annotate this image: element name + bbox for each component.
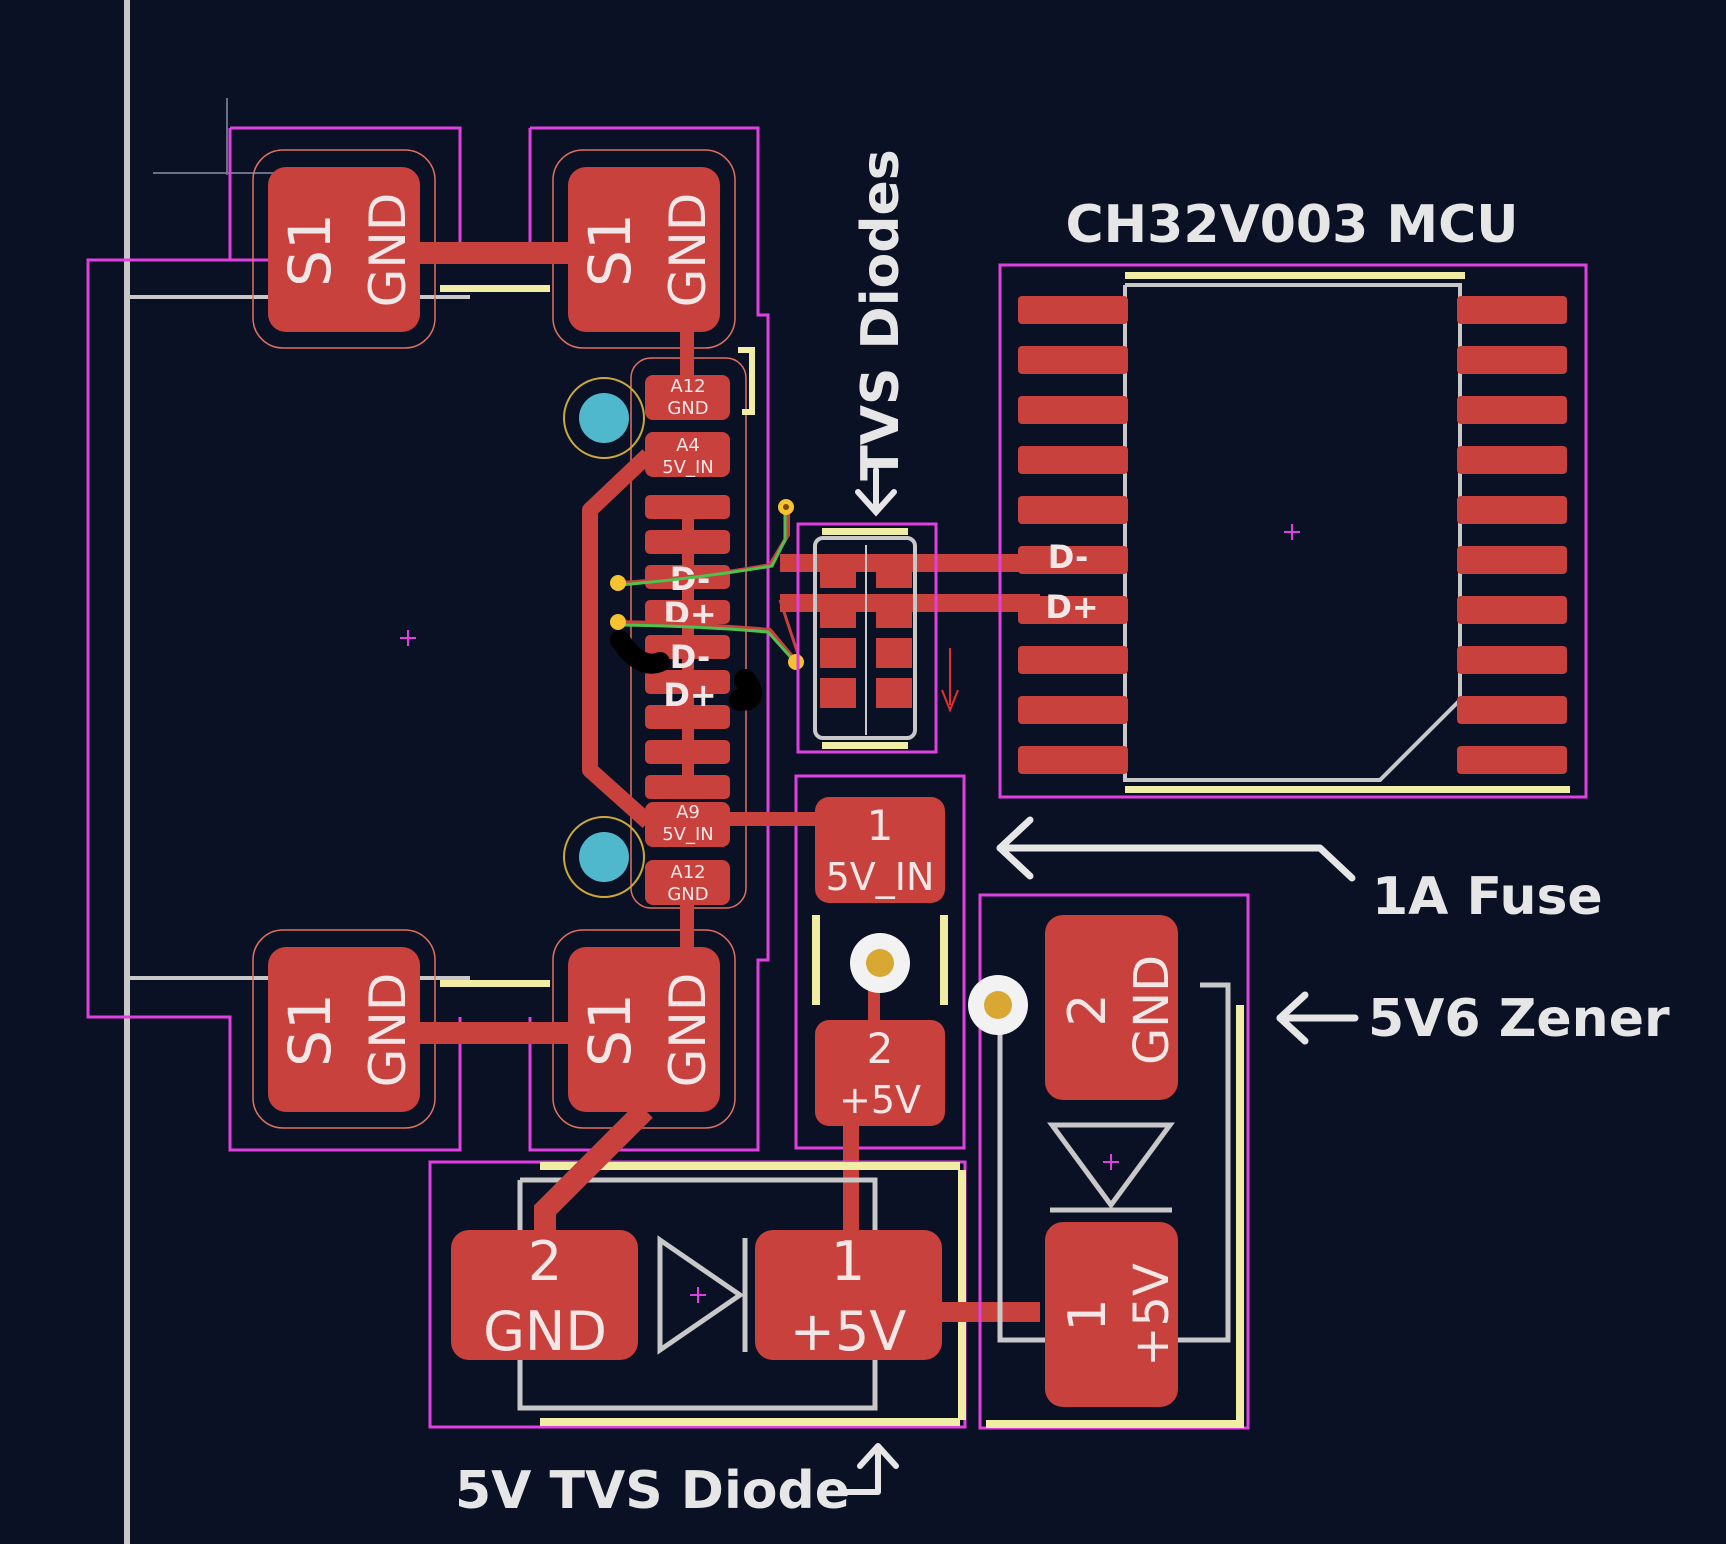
zener-pad-2-net: GND [1124, 955, 1180, 1065]
shield-label-s1: S1 [276, 993, 344, 1067]
shield-label-s1: S1 [576, 993, 644, 1067]
pin-a12-bottom-net: GND [667, 884, 708, 905]
pin-d-minus-label: D- [670, 638, 710, 676]
tvs-5v-pad-2-number: 2 [528, 1230, 562, 1293]
shield-pad-top-right [568, 167, 720, 332]
shield-label-gnd: GND [659, 193, 717, 308]
shield-pad-top-left [268, 167, 420, 332]
origin-markers [400, 630, 1119, 1303]
zener-pad-2 [1045, 915, 1178, 1100]
mcu-footprint: D- D+ [998, 263, 1588, 799]
pin-a12-bottom-number: A12 [670, 862, 705, 883]
pin-a9-net: 5V_IN [662, 824, 714, 845]
fuse-pad-1-net: 5V_IN [826, 855, 935, 899]
mcu-net-d-plus: D+ [1045, 588, 1098, 626]
zener-pad-1-number: 1 [1058, 1298, 1118, 1331]
pin-a12-top-net: GND [667, 398, 708, 419]
trace-5v-in [582, 449, 654, 828]
shield-pad-bottom-left [268, 947, 420, 1112]
annotation-zener: 5V6 Zener [1368, 989, 1670, 1049]
annotation-tvs-5v: 5V TVS Diode [455, 1461, 850, 1521]
pin-a12-top-number: A12 [670, 376, 705, 397]
shield-label-gnd: GND [359, 973, 417, 1088]
pin-a4-number: A4 [676, 435, 700, 456]
tvs-5v-pad-2 [451, 1230, 638, 1360]
annotation-tvs-diodes: TVS Diodes [851, 149, 911, 480]
annotations: CH32V003 MCU TVS Diodes 1A Fuse 5V6 Zene… [455, 149, 1670, 1521]
shield-pad-bottom-right [568, 947, 720, 1112]
arrow-down-icon [855, 467, 897, 517]
arrow-up-icon [842, 1443, 899, 1495]
tvs-5v-pad-1-net: +5V [790, 1300, 907, 1363]
tvs-diode-array [796, 522, 938, 754]
annotation-mcu: CH32V003 MCU [1065, 195, 1518, 255]
zener-pad-1 [1045, 1222, 1178, 1407]
zener-pad-2-number: 2 [1058, 993, 1118, 1026]
shield-label-gnd: GND [659, 973, 717, 1088]
shield-pads: S1 GND S1 GND S1 GND S1 GND [252, 149, 736, 1129]
shield-label-gnd: GND [359, 193, 417, 308]
zener-footprint: 2 GND 1 +5V [968, 893, 1250, 1430]
annotation-fuse: 1A Fuse [1372, 867, 1603, 927]
fuse-pad-2-number: 2 [867, 1024, 894, 1073]
tvs-5v-pad-2-net: GND [483, 1300, 607, 1363]
arrow-left-icon [996, 816, 1356, 882]
fuse-pad-1-number: 1 [867, 801, 894, 850]
mcu-net-d-minus: D- [1048, 538, 1088, 576]
shield-label-s1: S1 [576, 213, 644, 287]
zener-pad-1-net: +5V [1124, 1263, 1180, 1367]
fuse-pad-2 [815, 1020, 945, 1126]
fuse-pad-1 [815, 797, 945, 903]
tvs-5v-footprint: 2 GND 1 +5V [428, 1102, 1040, 1429]
mounting-vias [563, 377, 645, 898]
pin-a4-net: 5V_IN [662, 457, 714, 478]
pin-a9-number: A9 [676, 802, 700, 823]
fuse-pad-2-net: +5V [839, 1078, 921, 1122]
usb-pin-column: A12 GND A4 5V_IN D- D+ D- D+ A9 5V_IN A1… [630, 330, 755, 950]
tvs-5v-pad-1-number: 1 [831, 1230, 865, 1293]
arrow-left-icon [1276, 991, 1359, 1045]
shield-label-s1: S1 [276, 213, 344, 287]
fuse-footprint: 1 5V_IN 2 +5V [725, 774, 966, 1250]
pin-d-plus-label: D+ [663, 676, 716, 714]
tvs-5v-pad-1 [755, 1230, 942, 1360]
